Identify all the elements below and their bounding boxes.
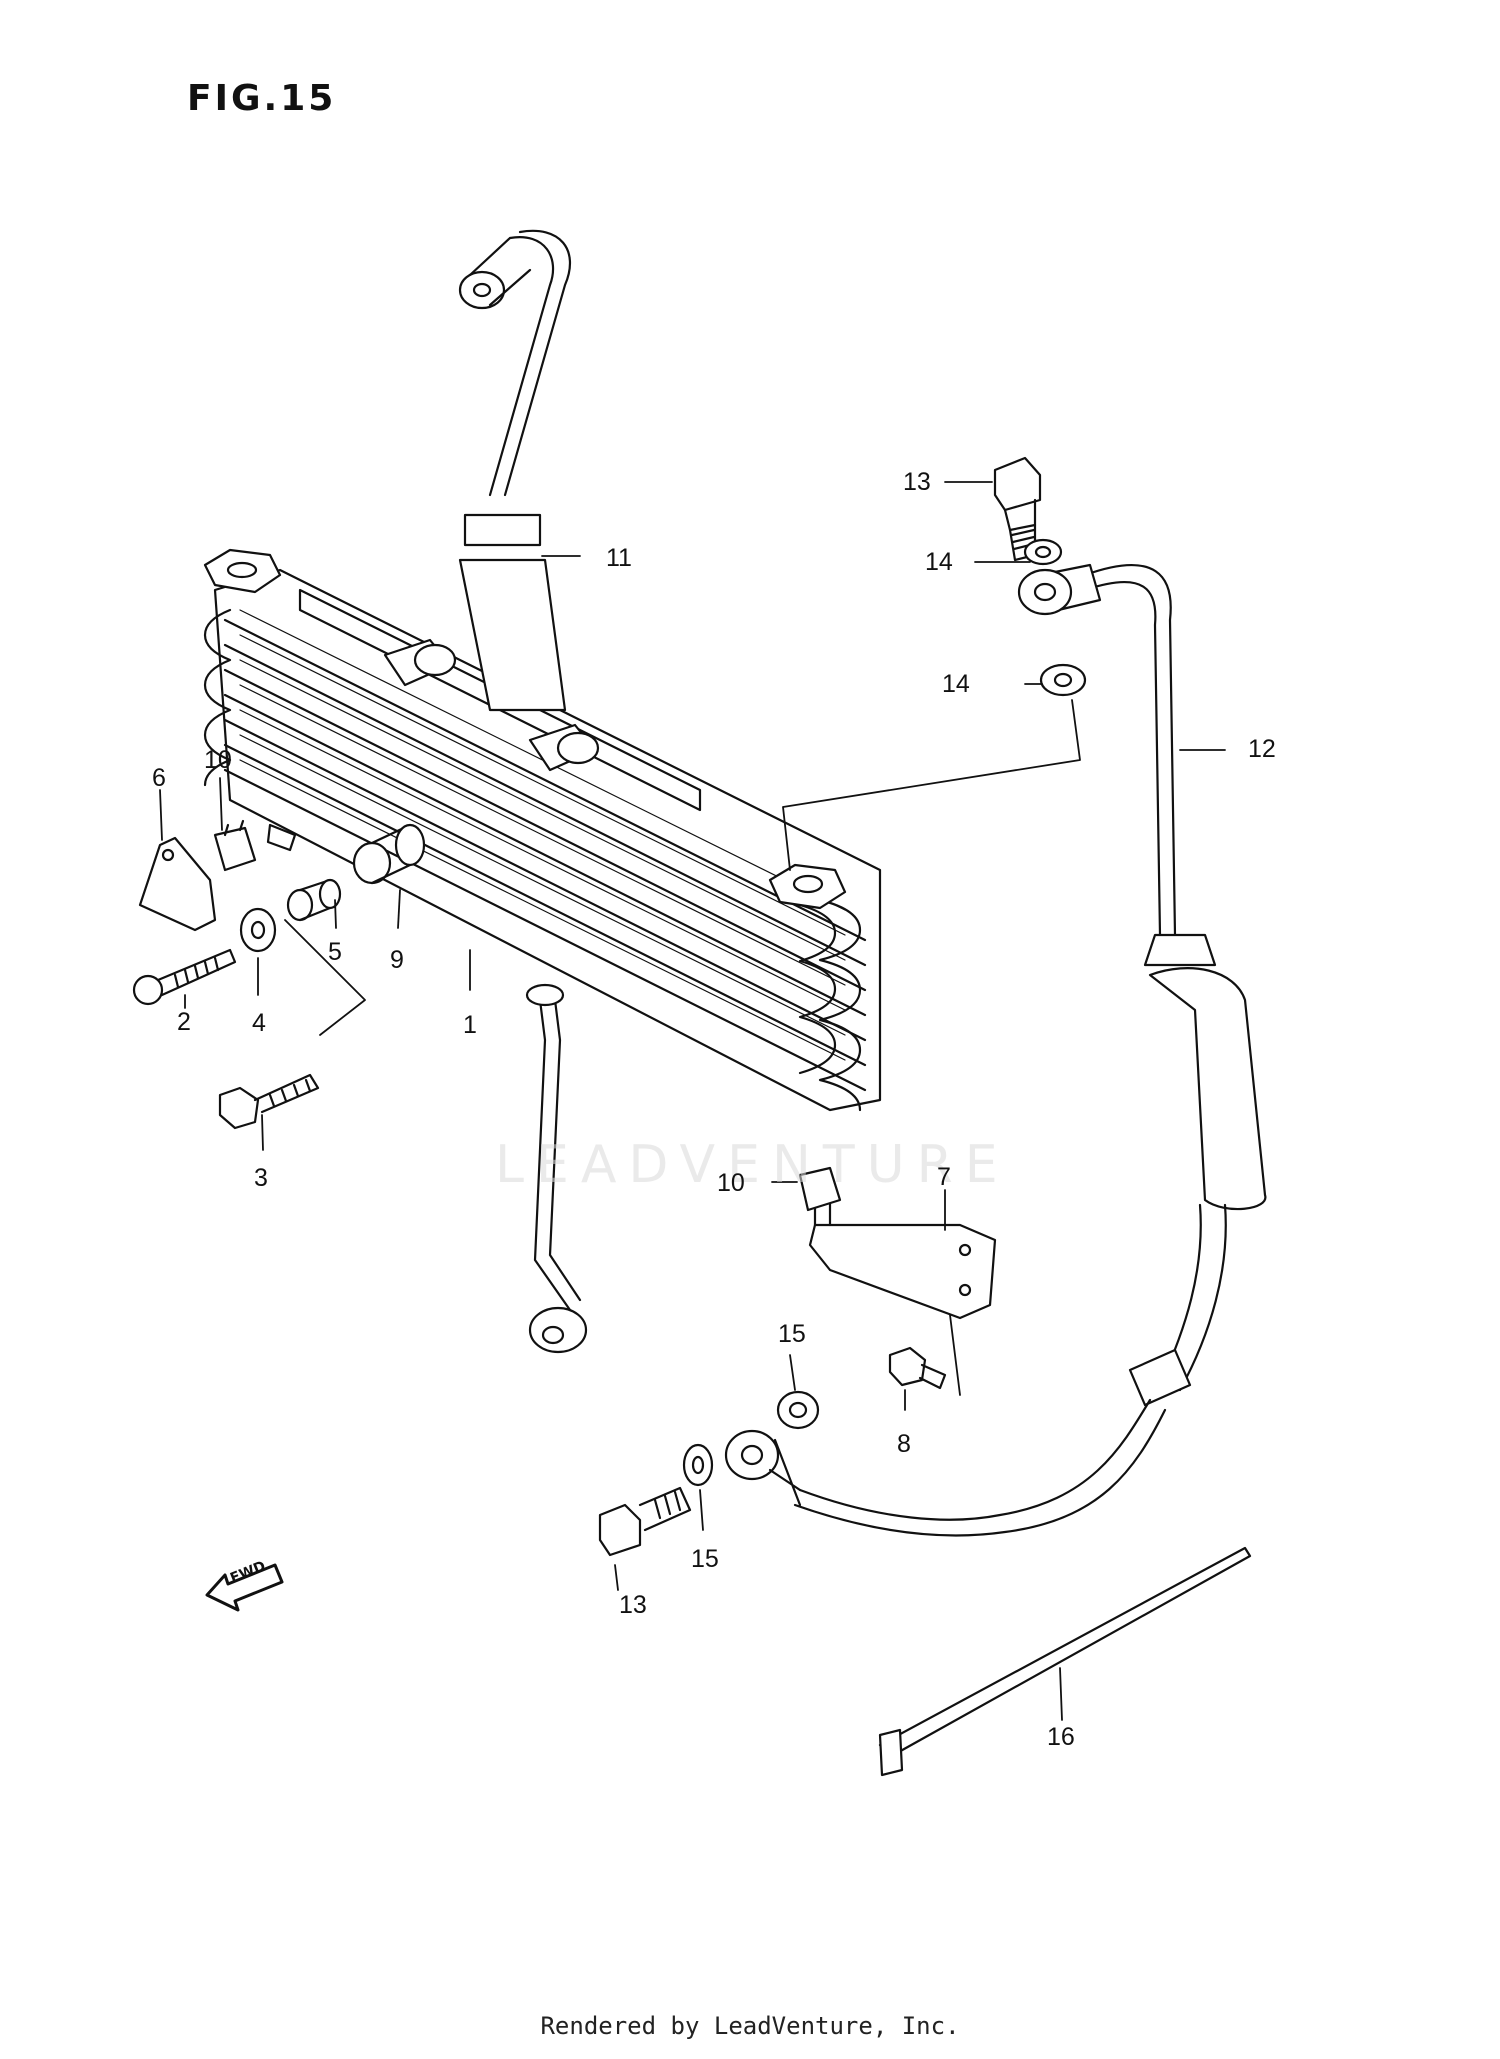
callout-10-left: 10 (204, 746, 232, 774)
callout-3: 3 (254, 1164, 268, 1192)
oil-hose-assembly (724, 563, 1267, 1537)
callout-12: 12 (1248, 735, 1276, 763)
callout-6: 6 (152, 764, 166, 792)
callout-11: 11 (606, 544, 632, 572)
callout-13-top: 13 (903, 468, 931, 496)
washer-14-mid (1039, 663, 1087, 697)
callout-15-bottom: 15 (691, 1545, 719, 1573)
banjo-bolt-bottom (598, 1486, 692, 1557)
fwd-arrow-icon (205, 1563, 284, 1612)
washer-4 (239, 907, 277, 953)
washer-15-bottom (682, 1443, 714, 1487)
callout-13-bottom: 13 (619, 1591, 647, 1619)
figure-title: FIG.15 (187, 78, 337, 119)
callout-14-top: 14 (925, 548, 953, 576)
callout-5: 5 (328, 938, 342, 966)
callout-4: 4 (252, 1009, 266, 1037)
upper-oil-pipe (458, 229, 571, 712)
collar-5 (286, 878, 342, 922)
bolt-3 (218, 1073, 320, 1130)
cable-tie-16 (878, 1546, 1252, 1777)
bracket-7 (808, 1193, 997, 1320)
bolt-8 (888, 1346, 947, 1390)
callout-7: 7 (937, 1163, 951, 1191)
callout-1: 1 (463, 1011, 477, 1039)
callout-16: 16 (1047, 1723, 1075, 1751)
callout-15-top: 15 (778, 1320, 806, 1348)
callout-2: 2 (177, 1008, 191, 1036)
banjo-bolt-top (993, 456, 1042, 562)
watermark: LEADVENTURE (495, 1135, 1010, 1195)
clip-10-right (798, 1166, 842, 1212)
bracket-6 (138, 836, 217, 932)
washer-15-top (776, 1390, 820, 1430)
clip-10-left (213, 819, 257, 872)
callout-14-mid: 14 (942, 670, 970, 698)
oil-cooler-core (203, 548, 882, 1112)
callout-10-right: 10 (717, 1169, 745, 1197)
callout-9: 9 (390, 946, 404, 974)
bolt-2 (132, 948, 237, 1006)
washer-14-top (1023, 538, 1063, 566)
lower-oil-pipe (525, 983, 588, 1354)
leader-lines (159, 481, 1226, 1721)
footer-credit: Rendered by LeadVenture, Inc. (540, 2012, 960, 2040)
callout-8: 8 (897, 1430, 911, 1458)
